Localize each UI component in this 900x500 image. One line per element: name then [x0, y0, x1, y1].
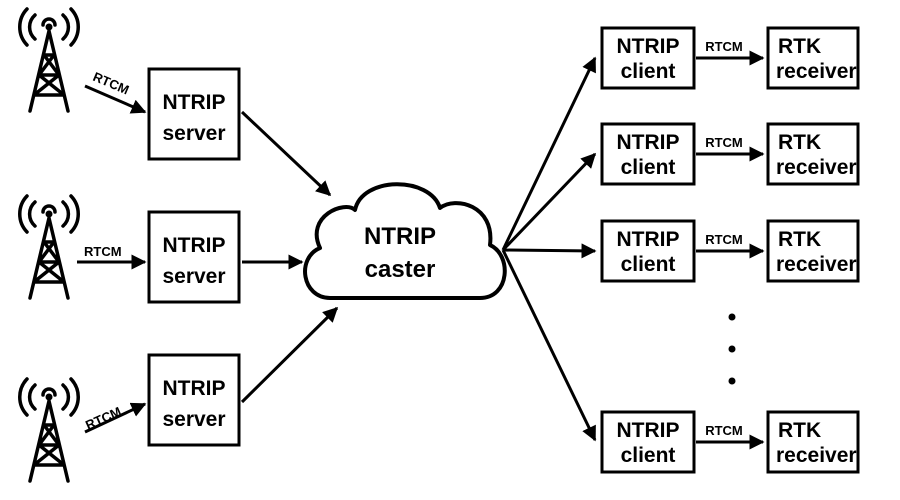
rtcm-label: RTCM	[83, 404, 123, 433]
caster-to-client-arrow	[501, 56, 597, 251]
server-to-caster-arrow	[240, 110, 332, 197]
server-to-caster-arrow	[240, 306, 339, 404]
rtcm-label: RTCM	[705, 232, 743, 247]
cloud-icon: NTRIP caster	[303, 182, 507, 300]
rtk-receiver-box: RTK receiver	[766, 219, 860, 283]
client-label-line1: NTRIP	[617, 35, 680, 58]
client-label-line1: NTRIP	[617, 419, 680, 442]
ellipsis-dot	[728, 377, 736, 385]
server-label-line1: NTRIP	[163, 91, 226, 114]
server-label-line1: NTRIP	[163, 377, 226, 400]
client-label-line2: client	[621, 444, 676, 467]
rtcm-label: RTCM	[91, 69, 131, 97]
caster-label-line1: NTRIP	[364, 223, 436, 250]
caster-to-client-arrow	[501, 249, 597, 442]
server-label-line1: NTRIP	[163, 234, 226, 257]
ntrip-client-box: NTRIP client	[600, 122, 696, 186]
receiver-label-line2: receiver	[776, 444, 857, 467]
receiver-label-line2: receiver	[776, 60, 857, 83]
client-label-line2: client	[621, 60, 676, 83]
receiver-label-line2: receiver	[776, 156, 857, 179]
ntrip-client-box: NTRIP client	[600, 26, 696, 90]
caster-to-client-arrow	[501, 152, 597, 252]
client-label-line2: client	[621, 253, 676, 276]
receiver-label-line1: RTK	[778, 35, 821, 58]
tower-to-server-arrow	[84, 402, 147, 434]
caster-label-line2: caster	[365, 256, 436, 283]
tower-to-server-arrow	[84, 84, 147, 114]
ellipsis-dot	[728, 313, 736, 321]
receiver-label-line2: receiver	[776, 253, 857, 276]
client-label-line2: client	[621, 156, 676, 179]
rtcm-label: RTCM	[705, 423, 743, 438]
radio-tower-icon	[18, 7, 80, 113]
rtcm-label: RTCM	[84, 244, 122, 259]
rtcm-label: RTCM	[705, 135, 743, 150]
receiver-label-line1: RTK	[778, 419, 821, 442]
ntrip-server-box: NTRIP server	[147, 67, 241, 161]
rtk-receiver-box: RTK receiver	[766, 122, 860, 186]
server-label-line2: server	[162, 408, 225, 431]
client-label-line1: NTRIP	[617, 131, 680, 154]
radio-tower-icon	[18, 194, 80, 300]
ellipsis-dot	[728, 345, 736, 353]
ntrip-client-box: NTRIP client	[600, 410, 696, 474]
ntrip-server-box: NTRIP server	[147, 210, 241, 304]
receiver-label-line1: RTK	[778, 131, 821, 154]
server-label-line2: server	[162, 122, 225, 145]
receiver-label-line1: RTK	[778, 228, 821, 251]
rtk-receiver-box: RTK receiver	[766, 26, 860, 90]
caster-to-client-arrow	[502, 243, 597, 259]
ntrip-client-box: NTRIP client	[600, 219, 696, 283]
rtk-receiver-box: RTK receiver	[766, 410, 860, 474]
rtcm-label: RTCM	[705, 39, 743, 54]
radio-tower-icon	[18, 377, 80, 483]
ntrip-server-box: NTRIP server	[147, 353, 241, 447]
client-label-line1: NTRIP	[617, 228, 680, 251]
server-label-line2: server	[162, 265, 225, 288]
